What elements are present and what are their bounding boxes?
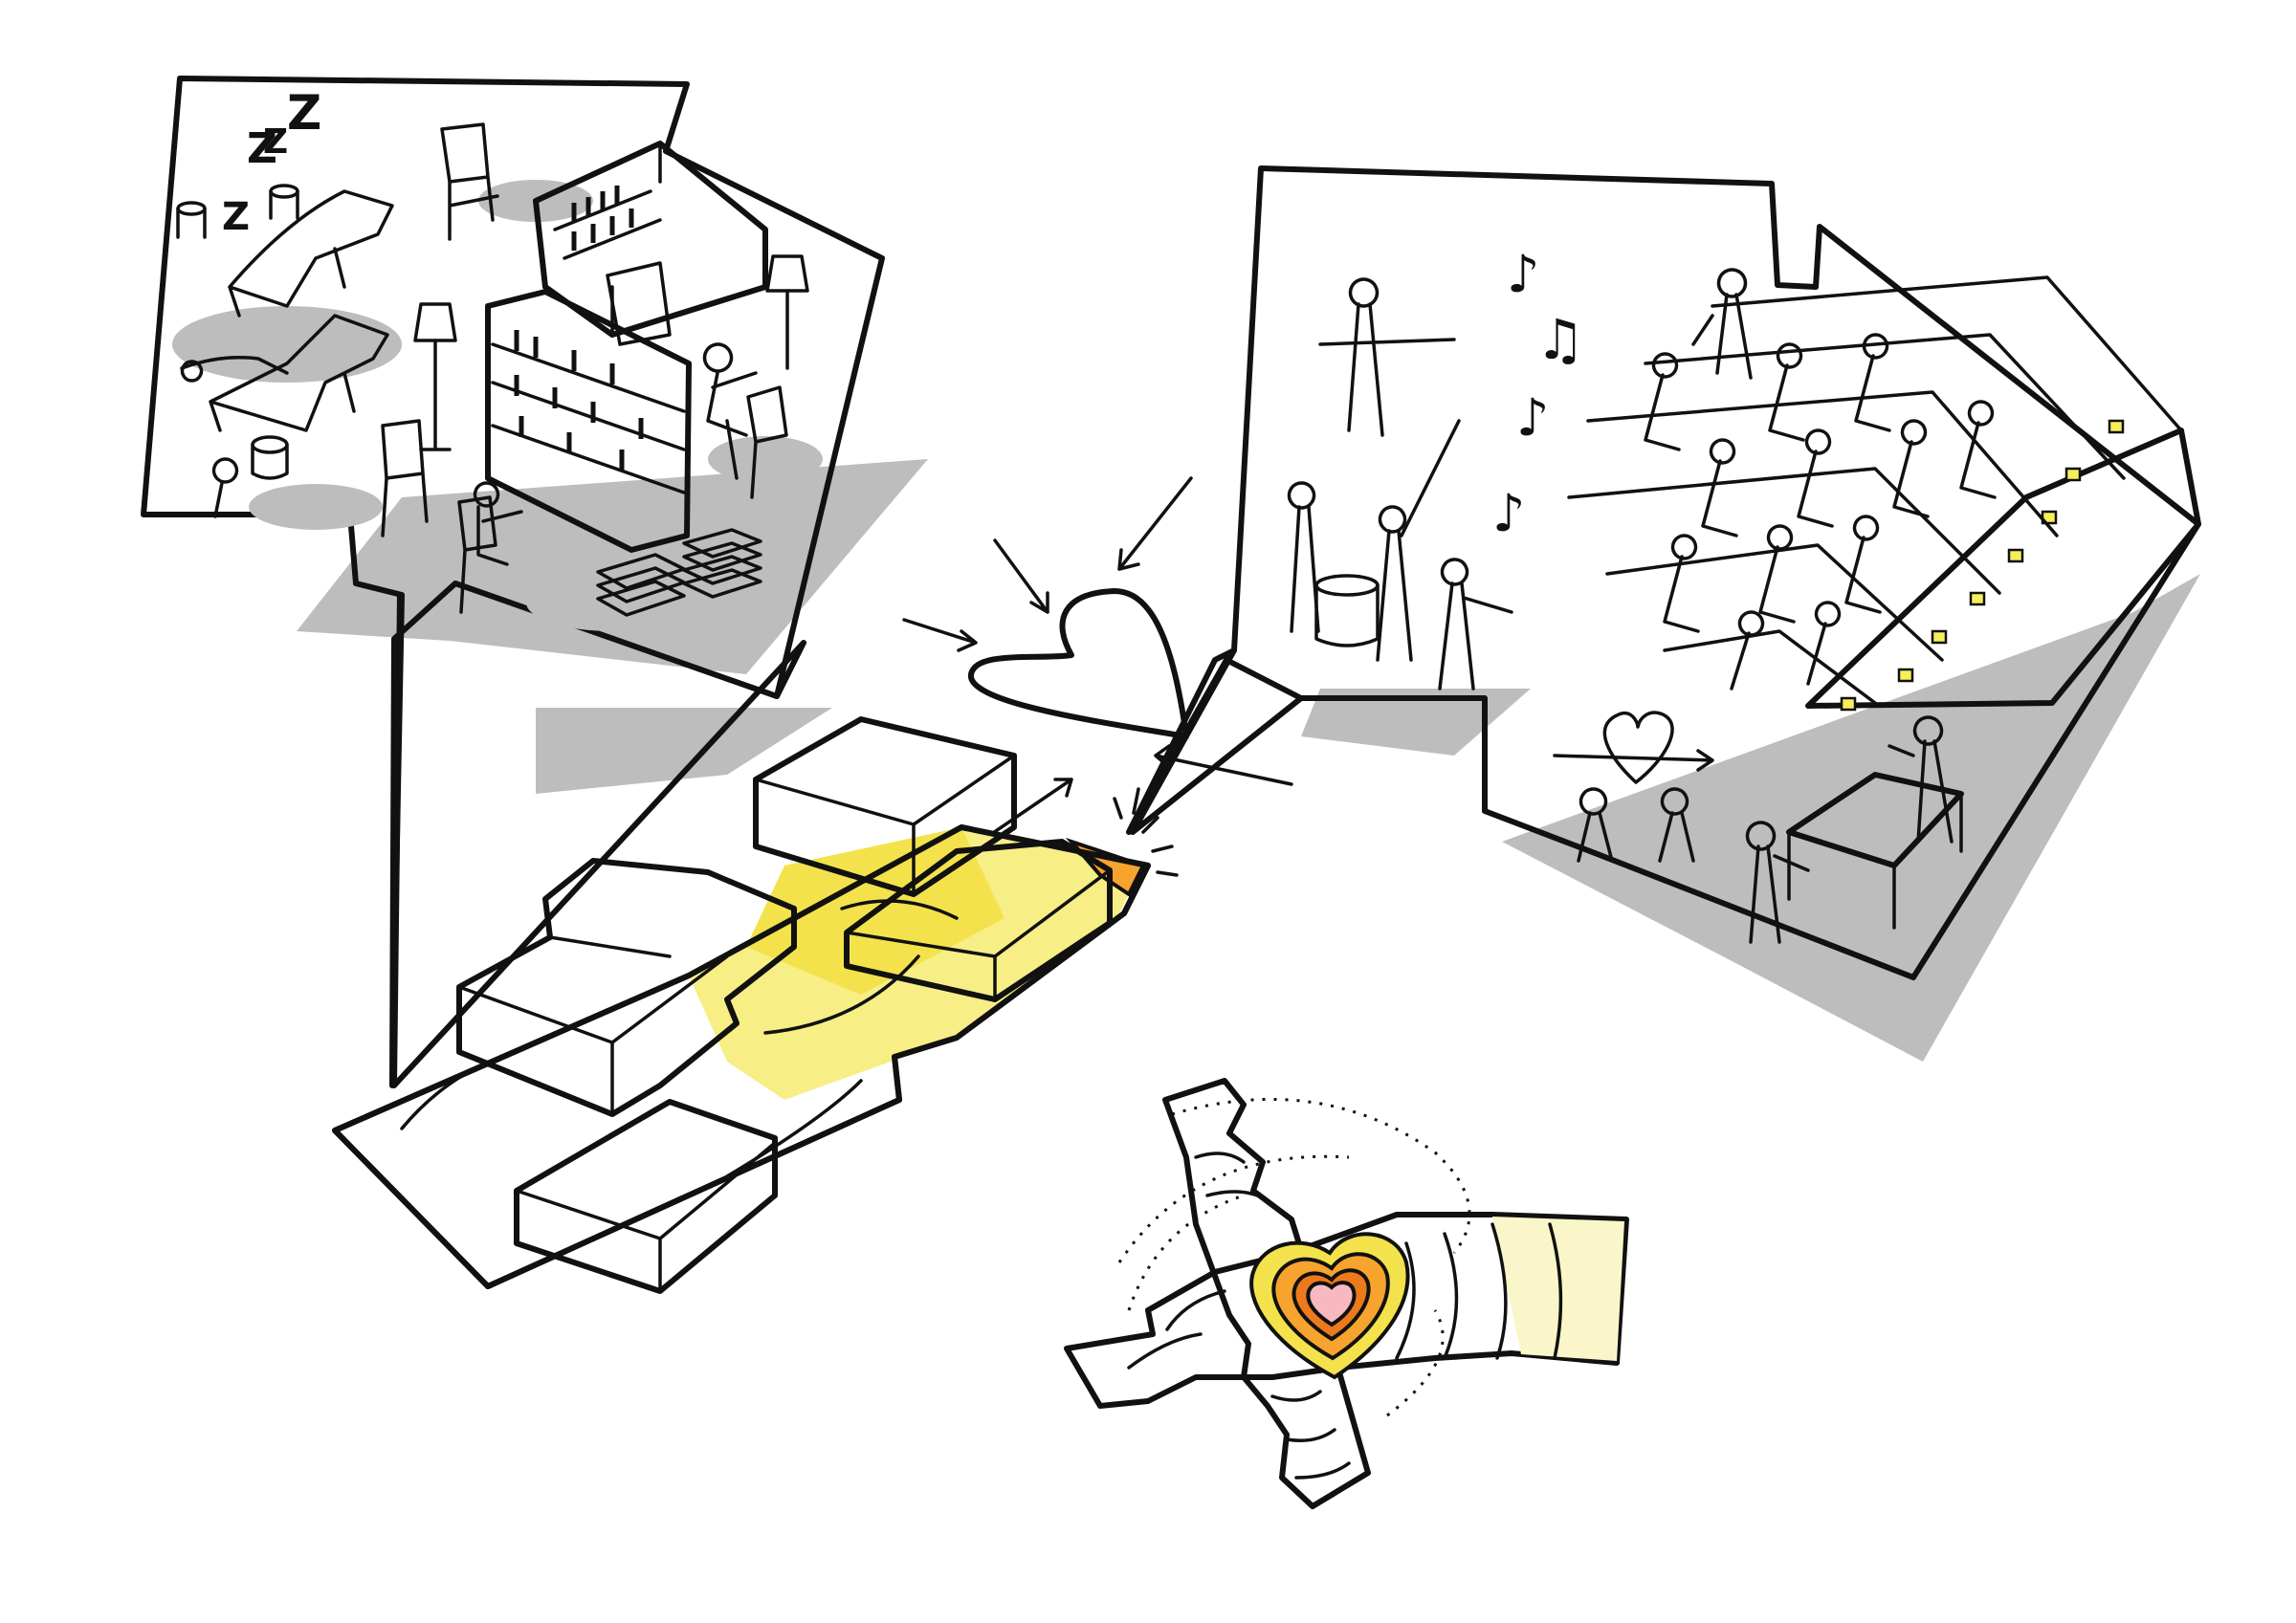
person-icon xyxy=(1888,715,1954,844)
person-icon xyxy=(1691,268,1753,380)
person-icon xyxy=(1730,610,1765,691)
heart-icon xyxy=(1602,711,1674,784)
site-floor-outline xyxy=(332,824,1151,1289)
floor-lamp-icon xyxy=(765,254,809,370)
person-icon xyxy=(1806,601,1842,686)
cross-light-end xyxy=(1492,1217,1624,1361)
sleep-letter-4: Z xyxy=(263,122,288,162)
music-notes: ♪ ♫ ♪ ♪ xyxy=(1492,244,1585,543)
person-icon xyxy=(1797,428,1834,528)
music-note-icon: ♪ xyxy=(1516,387,1549,448)
person-icon xyxy=(1376,419,1461,662)
music-panel-shadow xyxy=(1502,574,2200,1062)
person-icon xyxy=(702,342,758,480)
cross-arm-horizontal xyxy=(1064,1212,1629,1409)
arrow-icon xyxy=(1553,749,1714,772)
person-icon xyxy=(1745,821,1810,944)
music-note-icon: ♫ xyxy=(1535,307,1585,372)
heart-icon xyxy=(968,588,1189,739)
lounge-chairs xyxy=(180,189,394,432)
chair-icon xyxy=(746,385,788,499)
chair-icon xyxy=(440,122,499,241)
stair-seating-icon xyxy=(1567,275,2183,705)
person-icon xyxy=(1768,342,1805,442)
person-icon xyxy=(180,356,289,383)
reading-lounge-panel: Z Z Z Z xyxy=(141,76,885,1088)
stair-audience xyxy=(1644,268,1997,691)
person-icon xyxy=(1844,515,1882,614)
person-icon xyxy=(1287,481,1320,633)
music-callout-pointer xyxy=(1130,647,1304,835)
callout-shadow-right xyxy=(1301,689,1531,756)
zzz-sleep-icon: Z Z Z Z xyxy=(222,85,321,239)
callout-shadow-left xyxy=(536,708,832,794)
lounge-chair-icon xyxy=(228,189,394,318)
chair-icon xyxy=(381,419,429,537)
sleep-letter-3: Z xyxy=(222,195,250,239)
arrow-icon xyxy=(1154,744,1293,786)
lounge-chair-icon xyxy=(209,314,389,432)
chair-icon xyxy=(457,495,497,614)
stair-wall xyxy=(1805,428,2201,709)
arrow-icon xyxy=(1117,476,1193,571)
heart-icon xyxy=(1306,1281,1357,1327)
reading-people xyxy=(211,342,758,566)
person-icon xyxy=(473,481,523,566)
music-panel-frame xyxy=(1126,165,2201,980)
sparkle-icon xyxy=(1113,787,1179,877)
reading-floor-shadows xyxy=(172,180,823,631)
floor-lamp-icon xyxy=(413,302,457,451)
person-icon xyxy=(1577,787,1614,863)
bookshelves xyxy=(485,141,768,553)
block-west-cross xyxy=(456,858,797,1117)
block-east xyxy=(844,839,1113,1002)
music-note-icon: ♪ xyxy=(1492,483,1525,543)
ping-pong-table-icon xyxy=(1745,715,1964,944)
person-icon xyxy=(1854,333,1891,432)
sleep-letter-1: Z xyxy=(287,85,321,141)
music-note-icon: ♪ xyxy=(1507,244,1539,304)
person-icon xyxy=(1892,419,1930,518)
person-icon xyxy=(1318,277,1456,437)
book-stacks xyxy=(596,528,762,617)
central-heart-group xyxy=(902,476,1293,853)
cross-contours xyxy=(1127,1151,1563,1480)
cross-heart-diagram xyxy=(1064,1078,1629,1509)
couple-with-heart xyxy=(1553,711,1714,863)
cross-arm-vertical xyxy=(1162,1078,1371,1509)
block-south xyxy=(514,1099,778,1294)
chair-icons xyxy=(381,122,788,614)
bookshelf-icon xyxy=(485,289,692,553)
arrow-icon xyxy=(902,618,978,652)
sleep-letter-2: Z xyxy=(247,124,277,173)
stool-icon xyxy=(176,184,299,480)
person-icon xyxy=(1959,400,1997,499)
stair-wall-windows xyxy=(1840,419,2125,712)
music-play-panel: ♪ ♫ ♪ ♪ xyxy=(1126,165,2201,980)
person-icon xyxy=(1663,534,1700,633)
drum-icon xyxy=(1314,574,1380,647)
person-icon xyxy=(1658,787,1695,863)
arrow-icon xyxy=(993,538,1049,614)
person-icon xyxy=(1438,558,1513,691)
person-icon xyxy=(1644,352,1681,451)
arrow-icons xyxy=(902,476,1293,853)
person-icon xyxy=(1701,438,1738,537)
floor-lamps xyxy=(413,254,809,451)
building-massing xyxy=(332,716,1179,1294)
musicians xyxy=(1287,277,1513,691)
person-icon xyxy=(211,457,239,518)
person-icon xyxy=(1758,524,1796,624)
dotted-orbits xyxy=(1117,1097,1471,1417)
